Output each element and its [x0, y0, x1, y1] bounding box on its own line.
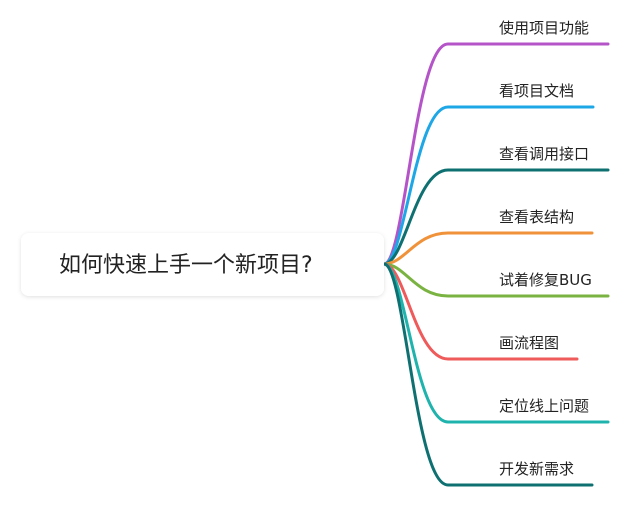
branch-label: 画流程图	[499, 334, 559, 352]
branch-label: 使用项目功能	[499, 19, 589, 37]
branch-label: 查看表结构	[499, 208, 574, 226]
branch-connector	[382, 168, 610, 266]
branch-node[interactable]: 使用项目功能	[499, 19, 589, 37]
branch-label: 看项目文档	[499, 82, 574, 100]
branch-connector	[382, 262, 610, 298]
branch-node[interactable]: 定位线上问题	[499, 397, 589, 415]
branch-node[interactable]: 开发新需求	[499, 460, 574, 478]
branch-node[interactable]: 查看表结构	[499, 208, 574, 226]
root-node-box	[21, 233, 384, 296]
root-node[interactable]: 如何快速上手一个新项目?	[21, 233, 384, 296]
branch-node[interactable]: 试着修复BUG	[499, 271, 592, 289]
branch-connector	[382, 262, 594, 487]
branch-connector	[382, 231, 594, 266]
branch-node[interactable]: 画流程图	[499, 334, 559, 352]
branch-node[interactable]: 查看调用接口	[499, 145, 589, 163]
branch-label: 开发新需求	[499, 460, 574, 478]
branch-node[interactable]: 看项目文档	[499, 82, 574, 100]
branch-connectors	[382, 42, 610, 487]
branch-label: 试着修复BUG	[499, 271, 592, 289]
root-node-label: 如何快速上手一个新项目?	[59, 253, 313, 278]
branch-label: 定位线上问题	[499, 397, 589, 415]
branch-connector	[382, 42, 610, 266]
branch-label: 查看调用接口	[499, 145, 589, 163]
branch-connector	[382, 105, 595, 266]
